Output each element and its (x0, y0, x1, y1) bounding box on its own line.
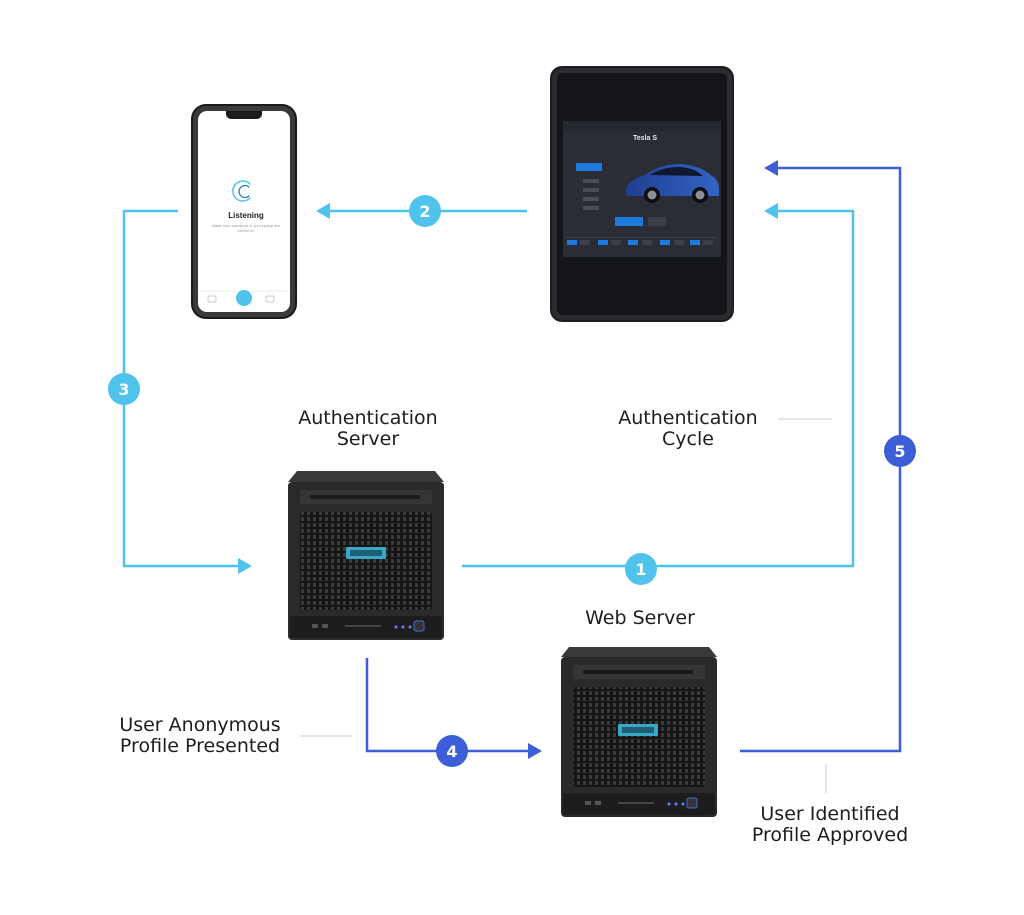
tablet (550, 66, 734, 322)
label-line: Authentication (298, 407, 438, 429)
step-badge-2: 2 (409, 195, 441, 227)
phone-subtitle-text: Make sure speakers in your laptop are tu… (211, 223, 281, 233)
car-image (626, 164, 719, 203)
phone-screen: Listening Make sure speakers in your lap… (199, 113, 293, 313)
label-authentication-cycle: Authentication Cycle (598, 408, 778, 450)
phone-home-mic-button (236, 290, 252, 306)
label-line: User Identified (760, 803, 900, 825)
label-user-identified-profile: User Identified Profile Approved (735, 804, 925, 846)
phone-status-text: Listening (228, 211, 264, 220)
label-line: Web Server (585, 607, 695, 629)
label-authentication-server: Authentication Server (278, 408, 458, 450)
label-line: User Anonymous (119, 714, 281, 736)
authentication-server-image (288, 471, 444, 640)
label-line: Cycle (662, 428, 714, 450)
tablet-model-title: Tesla S (633, 135, 657, 142)
label-line: Server (336, 428, 400, 450)
web-server-image (561, 647, 717, 817)
smartphone (191, 104, 297, 319)
label-line: Authentication (618, 407, 758, 429)
connector-4 (365, 658, 542, 759)
connector-1 (462, 203, 855, 568)
label-user-anonymous-profile: User Anonymous Profile Presented (100, 715, 300, 757)
step-badge-3: 3 (108, 373, 140, 405)
step-badge-5: 5 (884, 435, 916, 467)
label-line: Profile Approved (751, 824, 909, 846)
label-web-server: Web Server (560, 608, 720, 629)
step-badge-4: 4 (436, 735, 468, 767)
listening-logo-icon (232, 180, 251, 202)
step-badge-1: 1 (625, 553, 657, 585)
connector-5 (740, 160, 902, 753)
label-line: Profile Presented (119, 735, 281, 757)
